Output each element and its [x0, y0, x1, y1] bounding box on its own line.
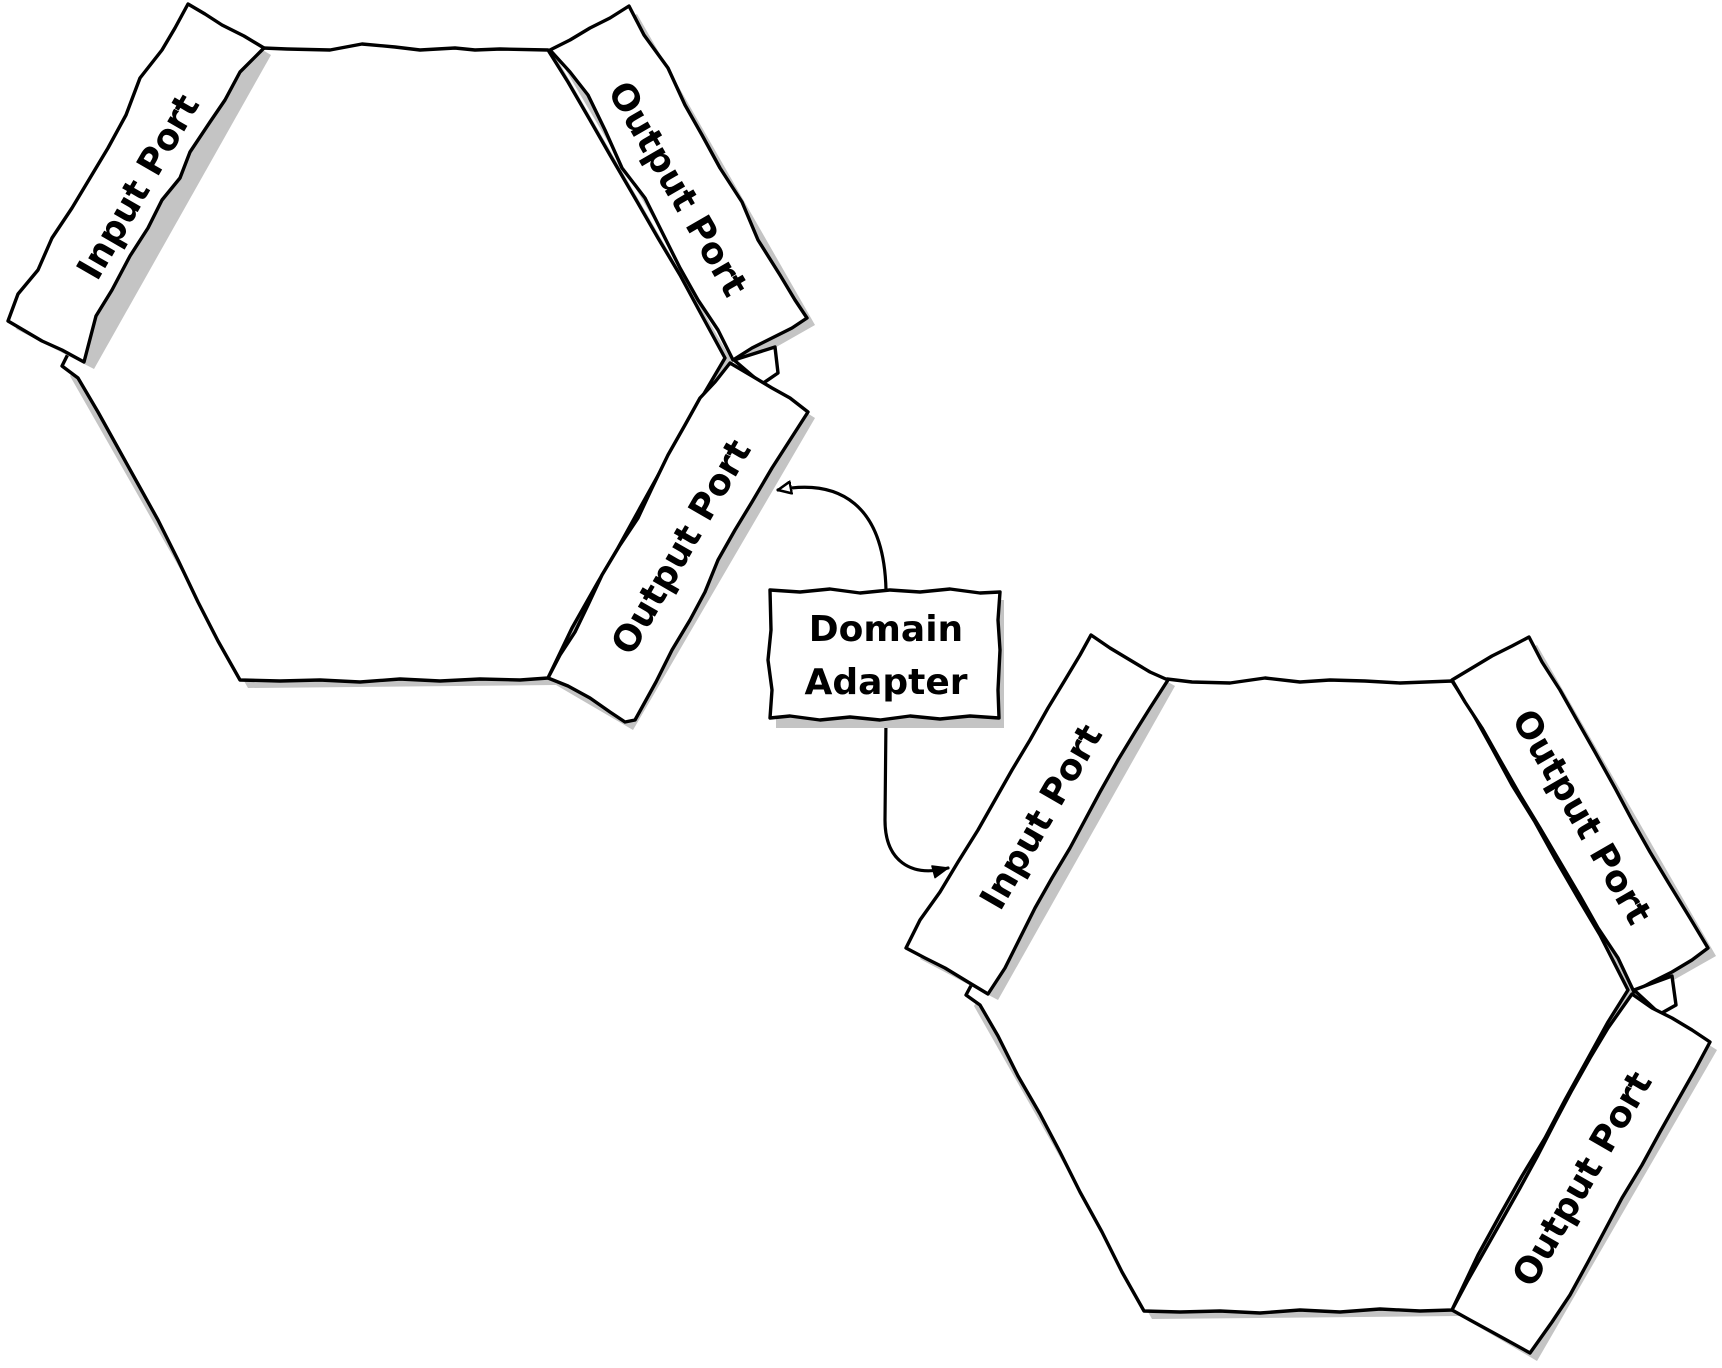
adapter-to-input-port-connector — [883, 716, 950, 879]
input-port-box — [6, 2, 266, 364]
adapter-label-line1: Domain — [809, 609, 963, 650]
input-port-box — [904, 633, 1170, 996]
hexagon-application-1: Input Port Output Port Output Port — [6, 2, 815, 730]
output-port-box — [546, 361, 810, 724]
adapter-box — [766, 587, 1002, 722]
hexagon-application-2: Input Port Output Port Output Port — [904, 633, 1717, 1361]
domain-adapter: Domain Adapter — [766, 487, 1004, 879]
output-port-tab-top: Output Port — [1450, 635, 1716, 998]
output-port-box — [1450, 992, 1712, 1355]
input-port-tab: Input Port — [904, 633, 1175, 1000]
adapter-label-line2: Adapter — [804, 662, 967, 703]
adapter-to-output-port-connector — [776, 487, 888, 592]
